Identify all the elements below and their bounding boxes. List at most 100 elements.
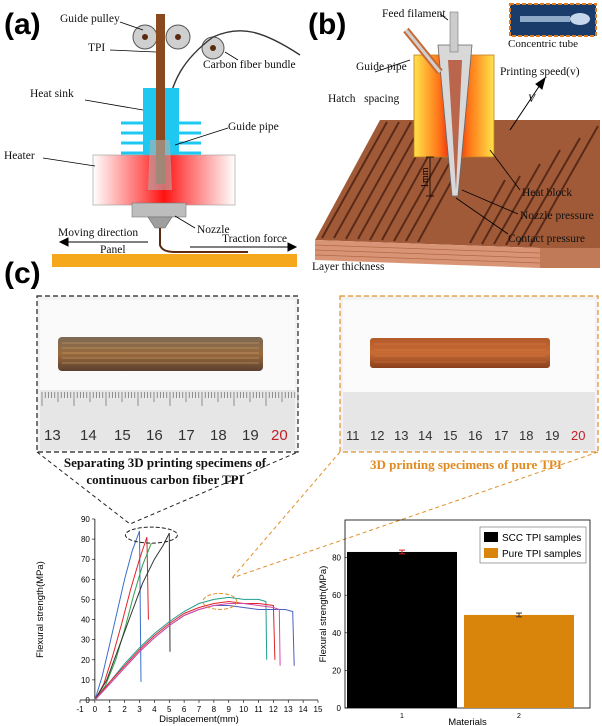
x-tick-label: 13	[284, 705, 293, 714]
panel-c: (c) 13 14 15 16 17 18 19	[4, 257, 599, 579]
x-tick-label: 5	[167, 705, 172, 714]
series-line-3	[94, 542, 152, 701]
label-carbon-fiber-bundle: Carbon fiber bundle	[203, 59, 296, 71]
panel-b-label: (b)	[308, 8, 346, 41]
label-guide-pulley: Guide pulley	[60, 13, 120, 25]
ruler-right-tick-14: 14	[418, 428, 432, 443]
x-tick-label: 3	[137, 705, 142, 714]
series-line-8	[94, 603, 281, 701]
left-photo-caption-line1: Separating 3D printing specimens of	[64, 455, 267, 470]
label-hatch-spacing: Hatch spacing	[328, 93, 399, 105]
label-guide-pipe-b: Guide pipe	[356, 61, 407, 73]
label-nozzle: Nozzle	[197, 224, 230, 236]
bar-y-tick-label: 0	[337, 704, 342, 713]
label-contact-pressure: Contact pressure	[508, 233, 585, 245]
ruler-left-tick-15: 15	[114, 427, 131, 444]
peak-callout-black	[124, 526, 178, 544]
feed-filament-rod	[449, 11, 459, 53]
right-photo-caption: 3D printing specimens of pure TPI	[370, 457, 562, 472]
right-photo-pointer	[231, 451, 599, 579]
y-tick-label: 80	[81, 535, 90, 544]
label-heat-sink: Heat sink	[30, 88, 74, 100]
x-tick-label: 6	[182, 705, 187, 714]
guide-pipe-diagonal	[403, 27, 443, 75]
ruler-left-tick-20: 20	[271, 427, 288, 444]
x-tick-label: 14	[299, 705, 308, 714]
panel-c-label: (c)	[4, 257, 41, 290]
series-line-7	[94, 600, 276, 701]
x-tick-label: 7	[197, 705, 202, 714]
label-nozzle-pressure: Nozzle pressure	[520, 210, 594, 222]
label-traction-force: Traction force	[222, 233, 287, 245]
panel-a-leaders	[42, 21, 239, 229]
x-tick-label: 8	[212, 705, 217, 714]
legend-entry: SCC TPI samples	[502, 533, 581, 544]
bar-category-label: 1	[400, 713, 404, 720]
ruler-right-tick-11: 11	[346, 428, 360, 443]
label-v: V	[528, 93, 537, 105]
ruler-right-tick-18: 18	[519, 428, 533, 443]
series-line-5	[94, 605, 295, 701]
label-panel: Panel	[100, 244, 126, 256]
peak-callout-orange	[202, 592, 238, 610]
label-tpi: TPI	[88, 42, 105, 54]
series-line-6	[94, 596, 268, 701]
left-photo-pointer	[36, 451, 299, 525]
bar-y-tick-label: 20	[332, 666, 341, 675]
y-tick-label: 90	[81, 515, 90, 524]
guide-pipe-shape	[148, 140, 172, 190]
panel-a-label: (a)	[4, 8, 41, 41]
label-concentric-tube: Concentric tube	[508, 38, 578, 50]
ruler-left-tick-14: 14	[80, 427, 97, 444]
x-tick-label: 10	[239, 705, 248, 714]
x-tick-label: 11	[254, 705, 263, 714]
ruler-right-tick-15: 15	[443, 428, 457, 443]
ruler-right-tick-12: 12	[370, 428, 384, 443]
bar-1	[347, 551, 457, 708]
dimension-bracket	[426, 156, 434, 197]
x-axis-label: Displacement(mm)	[159, 714, 239, 725]
y-tick-label: 40	[81, 616, 90, 625]
y-tick-label: 10	[81, 676, 90, 685]
y-tick-label: 70	[81, 555, 90, 564]
x-tick-label: 12	[269, 705, 278, 714]
y-tick-label: 20	[81, 656, 90, 665]
photo-carbon-fiber-specimen: 13 14 15 16 17 18 19 20	[36, 295, 299, 453]
nozzle-top	[131, 202, 187, 218]
ruler-right-tick-16: 16	[468, 428, 482, 443]
bar-y-tick-label: 40	[332, 629, 341, 638]
bar-y-axis-label: Flexural strength(MPa)	[318, 566, 329, 663]
label-layer-thickness: Layer thickness	[312, 261, 385, 273]
legend-entry: Pure TPI samples	[502, 549, 581, 560]
bar-2	[464, 614, 574, 708]
moving-direction-arrow-icon	[58, 237, 148, 247]
bar-y-tick-label: 80	[332, 554, 341, 563]
panel-b-leaders	[374, 13, 521, 235]
layer-stripes	[321, 121, 599, 247]
ruler-right-tick-19: 19	[545, 428, 559, 443]
label-guide-pipe: Guide pipe	[228, 121, 279, 133]
label-feed-filament: Feed filament	[382, 8, 446, 20]
label-heat-block: Heat block	[522, 187, 572, 199]
panel-b: (b)	[308, 3, 600, 273]
x-tick-label: 2	[122, 705, 127, 714]
bar-x-axis-label: Materials	[448, 717, 487, 726]
label-printing-speed: Printing speed(v)	[500, 66, 580, 78]
y-axis-label: Flexural strength(MPa)	[35, 561, 46, 658]
concentric-tube-inset	[509, 3, 597, 37]
legend-swatch	[484, 548, 498, 558]
guide-pulley-icon	[132, 24, 225, 60]
label-moving-direction: Moving direction	[58, 227, 138, 239]
y-tick-label: 30	[81, 636, 90, 645]
series-line-1	[94, 530, 142, 701]
ruler-right-tick-17: 17	[494, 428, 508, 443]
legend-swatch	[484, 532, 498, 542]
panel-plate	[52, 254, 297, 267]
y-tick-label: 50	[81, 595, 90, 604]
ruler-left-tick-19: 19	[242, 427, 259, 444]
nozzle-melt	[448, 60, 462, 190]
ruler-right-tick-13: 13	[394, 428, 408, 443]
label-heater: Heater	[4, 150, 35, 162]
x-tick-label: 9	[227, 705, 232, 714]
